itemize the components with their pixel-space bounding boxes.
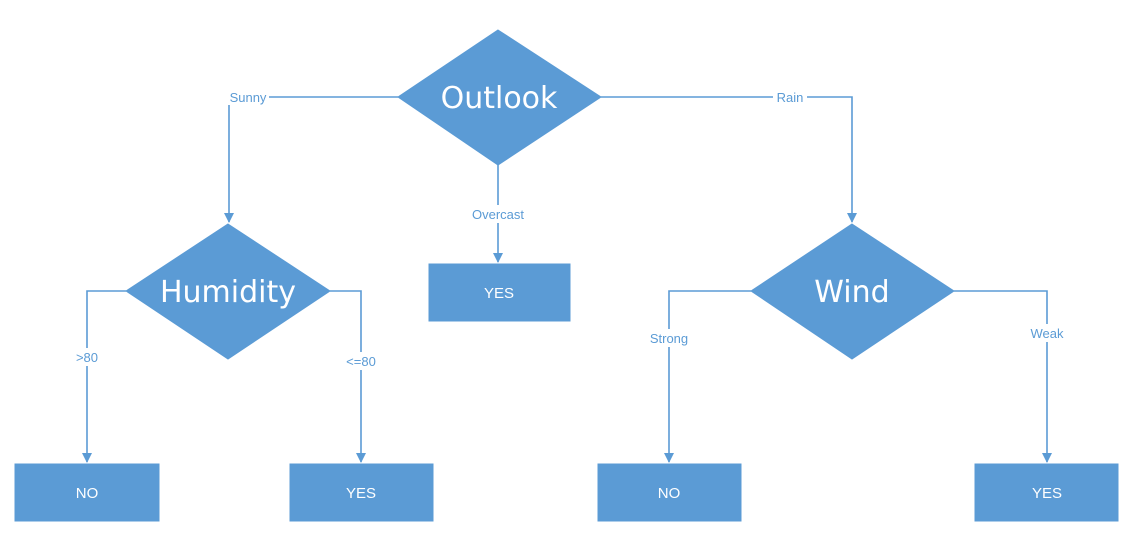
outlook-diamond-shape bbox=[397, 29, 602, 166]
edge-label-rain: Rain bbox=[777, 90, 804, 105]
edge-wind-weak bbox=[954, 290, 1052, 463]
wind-label: Wind bbox=[814, 275, 889, 310]
edge-wind-strong bbox=[664, 290, 751, 463]
edge-label-humidity-high: >80 bbox=[76, 350, 98, 365]
leaf-node-overcast: YES bbox=[428, 263, 571, 322]
edge-label-wind-weak: Weak bbox=[1031, 326, 1064, 341]
edge-label-humidity-normal: <=80 bbox=[346, 354, 376, 369]
wind-strong-leaf-box bbox=[597, 463, 742, 522]
edge-humidity-high bbox=[82, 290, 126, 463]
humidity-label: Humidity bbox=[160, 275, 296, 310]
edge-labels: Sunny Overcast Rain >80 <=80 Strong Weak bbox=[72, 89, 1067, 370]
humidity-high-leaf-box bbox=[14, 463, 160, 522]
edge-sunny bbox=[224, 96, 398, 223]
wind-weak-leaf-label: YES bbox=[1032, 485, 1062, 502]
edge-humidity-normal bbox=[330, 290, 366, 463]
outlook-label: Outlook bbox=[441, 81, 558, 116]
wind-weak-leaf-box bbox=[974, 463, 1119, 522]
humidity-normal-leaf-label: YES bbox=[346, 485, 376, 502]
leaf-node-wind-weak: YES bbox=[974, 463, 1119, 522]
decision-node-outlook: Outlook bbox=[397, 29, 602, 166]
decision-node-humidity: Humidity bbox=[125, 223, 331, 360]
humidity-high-leaf-label: NO bbox=[76, 485, 99, 502]
leaf-node-humidity-normal: YES bbox=[289, 463, 434, 522]
edge-rain bbox=[601, 96, 857, 223]
edge-label-overcast: Overcast bbox=[472, 207, 524, 222]
overcast-leaf-label: YES bbox=[484, 285, 514, 302]
humidity-diamond-shape bbox=[125, 223, 331, 360]
humidity-normal-leaf-box bbox=[289, 463, 434, 522]
edges bbox=[82, 96, 1052, 463]
edge-label-wind-strong: Strong bbox=[650, 331, 688, 346]
decision-node-wind: Wind bbox=[750, 223, 955, 360]
edge-label-sunny: Sunny bbox=[230, 90, 267, 105]
leaf-node-humidity-high: NO bbox=[14, 463, 160, 522]
leaf-node-wind-strong: NO bbox=[597, 463, 742, 522]
wind-diamond-shape bbox=[750, 223, 955, 360]
overcast-leaf-box bbox=[428, 263, 571, 322]
wind-strong-leaf-label: NO bbox=[658, 485, 681, 502]
